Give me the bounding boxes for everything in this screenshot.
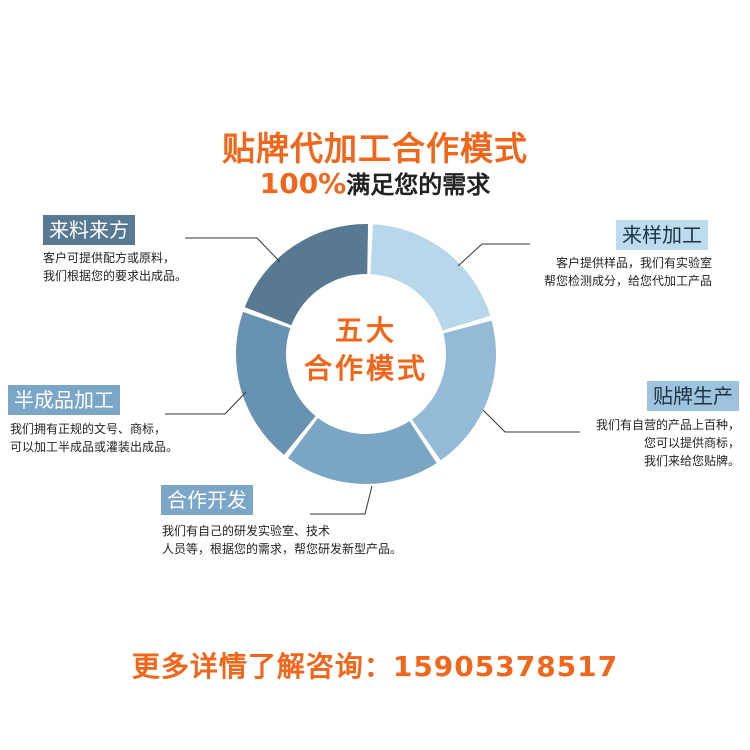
leader-line-1 (457, 243, 530, 267)
center-line-1: 五大 (334, 314, 397, 347)
leader-line-2 (482, 409, 580, 433)
donut-segment (236, 311, 316, 455)
donut-segment (244, 223, 369, 326)
desc-line: 我们根据您的要求出成品。 (43, 269, 188, 283)
mode-tag-laoliao: 来料来方 (43, 215, 135, 245)
desc-line: 您可以提供商标， (643, 436, 740, 450)
subtitle-text: 满足您的需求 (346, 171, 491, 199)
mode-desc-hezuo: 我们有自己的研发实验室、技术 人员等，根据您的需求，帮您研发新型产品。 (162, 522, 402, 558)
mode-desc-banchengpin: 我们拥有正规的文号、商标， 可以加工半成品或灌装出成品。 (10, 420, 178, 456)
subtitle-percent: 100% (259, 167, 347, 200)
mode-tag-banchengpin: 半成品加工 (8, 385, 120, 415)
leader-line-4 (165, 391, 247, 415)
mode-tag-hezuo: 合作开发 (161, 485, 253, 515)
desc-line: 帮您检测成分，给您代加工产品 (543, 274, 712, 288)
center-line-2: 合作模式 (303, 352, 428, 385)
mode-tag-laiyang: 来样加工 (616, 220, 708, 250)
donut-segment (287, 417, 437, 484)
desc-line: 客户提供样品，我们有实验室 (555, 256, 712, 270)
mode-desc-laoliao: 客户可提供配方或原料， 我们根据您的要求出成品。 (43, 249, 187, 285)
mode-desc-tiepai: 我们有自营的产品上百种， 您可以提供商标， 我们来给您贴牌。 (596, 416, 740, 470)
desc-line: 我们有自己的研发实验室、技术 (162, 524, 331, 538)
donut-segment (370, 224, 491, 331)
mode-tag-tiepai: 贴牌生产 (647, 381, 739, 411)
page-title: 贴牌代加工合作模式 (222, 129, 528, 168)
desc-line: 人员等，根据您的需求，帮您研发新型产品。 (162, 542, 403, 556)
desc-line: 我们有自营的产品上百种， (595, 418, 740, 432)
contact-info: 更多详情了解咨询：15905378517 (131, 650, 619, 683)
leader-line-3 (310, 485, 373, 515)
desc-line: 我们拥有正规的文号、商标， (10, 422, 167, 436)
leader-line-5 (185, 237, 281, 263)
donut-segment (412, 320, 497, 461)
desc-line: 客户可提供配方或原料， (43, 251, 176, 265)
center-label: 五大 合作模式 (296, 312, 436, 388)
desc-line: 可以加工半成品或灌装出成品。 (10, 440, 179, 454)
desc-line: 我们来给您贴牌。 (643, 454, 740, 468)
mode-desc-laiyang: 客户提供样品，我们有实验室 帮您检测成分，给您代加工产品 (544, 254, 712, 290)
page-subtitle: 100%满足您的需求 (0, 165, 750, 200)
